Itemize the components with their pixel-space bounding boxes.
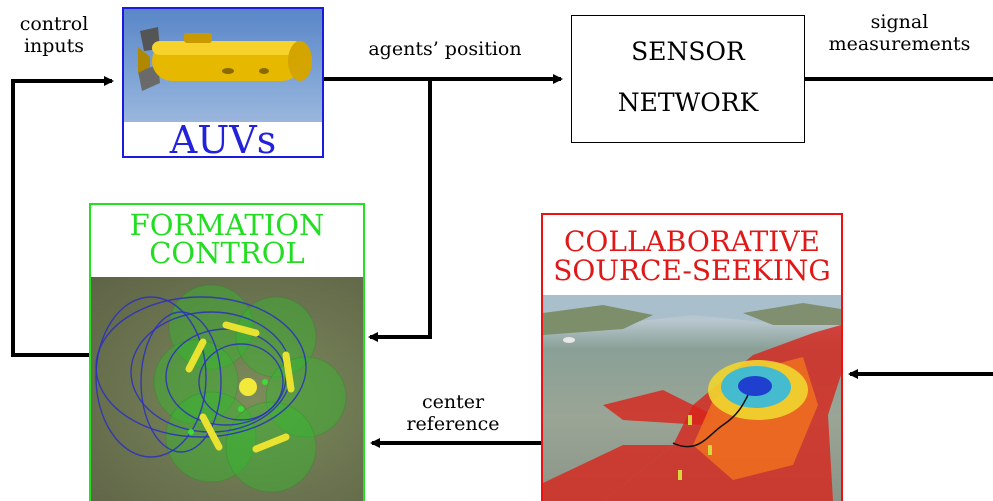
signal-line-2: measurements: [828, 33, 971, 55]
source-seeking-title-line-1: COLLABORATIVE: [563, 225, 820, 258]
agents-position-label: agents’ position: [368, 38, 522, 60]
sensor-network-line-2: NETWORK: [617, 88, 759, 117]
center-reference-line-2: reference: [406, 413, 500, 435]
auv-vehicle-icon: [138, 27, 312, 91]
arrow-formation-to-auv: [11, 76, 114, 357]
formation-title-line-1: FORMATION: [129, 208, 325, 242]
arrow-position-to-formation: [368, 79, 432, 342]
auv-illustration: [124, 9, 322, 122]
sensor-network-line-1: SENSOR: [631, 37, 745, 66]
sensor-network-block: SENSOR NETWORK: [571, 15, 805, 143]
source-seeking-block: COLLABORATIVE SOURCE-SEEKING: [541, 213, 843, 501]
signal-measurements-label: signal measurements: [812, 11, 987, 55]
formation-spheres-icon: [95, 284, 347, 493]
source-seeking-illustration: [543, 295, 841, 501]
control-inputs-line-2: inputs: [23, 35, 85, 57]
formation-control-block: FORMATION CONTROL: [89, 203, 365, 501]
concentration-field-icon: [543, 295, 841, 501]
signal-line-1: signal: [870, 11, 929, 33]
source-seeking-title-line-2: SOURCE-SEEKING: [553, 254, 831, 287]
center-reference-line-1: center: [421, 391, 485, 413]
formation-illustration: [91, 277, 363, 501]
control-inputs-label: control inputs: [8, 13, 100, 57]
auvs-title: AUVs: [169, 118, 277, 162]
auvs-block: AUVs: [122, 7, 324, 162]
center-reference-label: center reference: [388, 391, 518, 435]
control-inputs-line-1: control: [19, 13, 89, 35]
formation-title-line-2: CONTROL: [149, 236, 305, 270]
